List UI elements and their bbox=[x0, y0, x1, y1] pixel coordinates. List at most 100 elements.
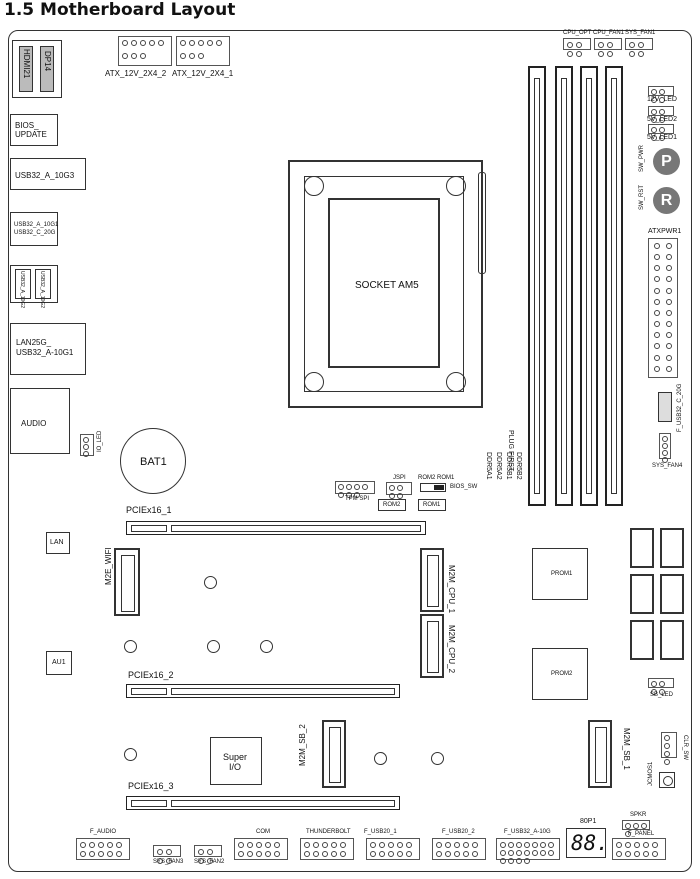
bios-switch[interactable] bbox=[420, 483, 446, 492]
pcie3-slot bbox=[126, 796, 400, 810]
dimm-ddr5a1 bbox=[605, 66, 623, 506]
jspi-header bbox=[386, 482, 412, 499]
ddr5a1-label: DDR5A1 bbox=[485, 452, 492, 480]
clr-sw-header bbox=[661, 732, 677, 765]
sata-6 bbox=[660, 620, 684, 660]
prom1-chip: PROM1 bbox=[532, 548, 588, 600]
mount-hole bbox=[124, 640, 137, 653]
led-5v2 bbox=[648, 106, 674, 123]
sata-4 bbox=[660, 574, 684, 614]
lan-label: LAN bbox=[50, 539, 64, 546]
m2m-sb2-slot bbox=[322, 720, 346, 788]
usb-10g3-label: USB32_A_10G3 bbox=[15, 171, 75, 180]
lan-chip: LAN bbox=[46, 532, 70, 554]
led-5v2-label: 5V_LED2 bbox=[647, 116, 677, 123]
f-usb20-2-label: F_USB20_2 bbox=[442, 829, 475, 835]
sata-2 bbox=[660, 528, 684, 568]
m2m-cpu1-slot bbox=[420, 548, 444, 612]
pcie1-label: PCIEx16_1 bbox=[126, 505, 172, 515]
tpm-spi-header bbox=[335, 481, 375, 498]
audio-label: AUDIO bbox=[21, 419, 47, 428]
usb-stack-label-1: USB32_A_10G2 bbox=[19, 271, 25, 308]
m2m-cpu2-slot bbox=[420, 614, 444, 678]
atx-12v-1-header bbox=[176, 36, 230, 66]
f-audio-label: F_AUDIO bbox=[90, 829, 117, 835]
f-panel-header bbox=[612, 838, 666, 860]
rom1-label: ROM1 bbox=[423, 502, 441, 508]
rom2-chip: ROM2 bbox=[378, 499, 406, 511]
reset-button[interactable]: R bbox=[653, 187, 680, 214]
f-panel-label: F_PANEL bbox=[628, 831, 655, 837]
mount-hole bbox=[207, 640, 220, 653]
m2m-sb2-label: M2M_SB_2 bbox=[298, 724, 307, 766]
mount-hole bbox=[374, 752, 387, 765]
jspi-label: JSPI bbox=[393, 475, 406, 481]
pcie1-slot bbox=[126, 521, 426, 535]
sys-fan2-header bbox=[194, 845, 222, 864]
cpu-opt-header bbox=[563, 38, 591, 57]
dimm-ddr5b1 bbox=[555, 66, 573, 506]
sys-fan1-label: SYS_FAN1 bbox=[625, 30, 656, 36]
power-button[interactable]: P bbox=[653, 148, 680, 175]
atx-12v-1-label: ATX_12V_2X4_1 bbox=[172, 69, 234, 78]
sb-led-header bbox=[648, 678, 674, 695]
hdmi-label: HDMI21 bbox=[22, 49, 31, 79]
motherboard-outline bbox=[8, 30, 692, 872]
super-io-chip: Super I/O bbox=[210, 737, 262, 785]
led-5v1-label: 5V_LED1 bbox=[647, 134, 677, 141]
cpu-opt-label: CPU_OPT bbox=[563, 30, 592, 36]
m2m-cpu2-label: M2M_CPU_2 bbox=[447, 625, 456, 674]
prom2-chip: PROM2 bbox=[532, 648, 588, 700]
mount-hole bbox=[124, 748, 137, 761]
sata-5 bbox=[630, 620, 654, 660]
dimm-ddr5b2 bbox=[528, 66, 546, 506]
rom2-top-label: ROM2 bbox=[418, 475, 436, 481]
socket-lever bbox=[478, 172, 486, 274]
ddr5b2-label: DDR5B2 bbox=[515, 452, 522, 480]
led-5v1 bbox=[648, 124, 674, 141]
pcie2-slot bbox=[126, 684, 400, 698]
m2e-wifi-slot bbox=[114, 548, 140, 616]
rom1-top-label: ROM1 bbox=[437, 475, 455, 481]
audio-port: AUDIO bbox=[10, 388, 70, 454]
sata-3 bbox=[630, 574, 654, 614]
f-usb32-a-label: F_USB32_A-10G bbox=[504, 829, 551, 835]
f-usb32-a-header bbox=[496, 838, 560, 864]
jcmos-label: JCMOS1 bbox=[648, 761, 654, 786]
sys-fan4-header bbox=[659, 433, 671, 463]
atxpwr-label: ATXPWR1 bbox=[648, 228, 682, 235]
clr-sw-label: CLR_SW bbox=[682, 735, 688, 761]
au1-label: AU1 bbox=[52, 659, 66, 666]
battery bbox=[120, 428, 186, 494]
atxpwr-header bbox=[648, 238, 678, 378]
dimm-ddr5a2 bbox=[580, 66, 598, 506]
super-io-label: Super I/O bbox=[223, 752, 248, 772]
tpm-spi-label: TPM SPI bbox=[345, 496, 370, 502]
m2e-wifi-label: M2E_WIFI bbox=[104, 547, 113, 585]
mount-hole bbox=[431, 752, 444, 765]
mount-hole bbox=[260, 640, 273, 653]
spkr-header bbox=[622, 820, 650, 837]
sys-fan1-header bbox=[625, 38, 653, 57]
f-usb20-2-header bbox=[432, 838, 486, 860]
pcie2-label: PCIEx16_2 bbox=[128, 670, 174, 680]
com-header bbox=[234, 838, 288, 860]
thunderbolt-header bbox=[300, 838, 354, 860]
io-led-label: IO_LED bbox=[97, 430, 103, 452]
led-12v bbox=[648, 86, 674, 103]
au1-chip: AU1 bbox=[46, 651, 72, 675]
mount-hole bbox=[204, 576, 217, 589]
sb-led-label: SB_LED bbox=[650, 692, 674, 698]
usb-20g-port: USB32_A_10G1 USB32_C_20G bbox=[10, 212, 58, 246]
battery-label: BAT1 bbox=[140, 456, 167, 468]
jcmos-button[interactable] bbox=[659, 772, 675, 788]
cpu-fan1-label: CPU_FAN1 bbox=[593, 30, 625, 36]
sys-fan4-label: SYS_FAN4 bbox=[652, 463, 683, 469]
socket-label: SOCKET AM5 bbox=[355, 280, 419, 291]
lan-usb-label: LAN25G_ USB32_A-10G1 bbox=[16, 338, 74, 357]
usb-stack-label-2: USB32_A_10G2 bbox=[39, 271, 45, 308]
f-audio-header bbox=[76, 838, 130, 860]
sys-fan3-header bbox=[153, 845, 181, 864]
lan-usb-port: LAN25G_ USB32_A-10G1 bbox=[10, 323, 86, 375]
rom1-chip: ROM1 bbox=[418, 499, 446, 511]
